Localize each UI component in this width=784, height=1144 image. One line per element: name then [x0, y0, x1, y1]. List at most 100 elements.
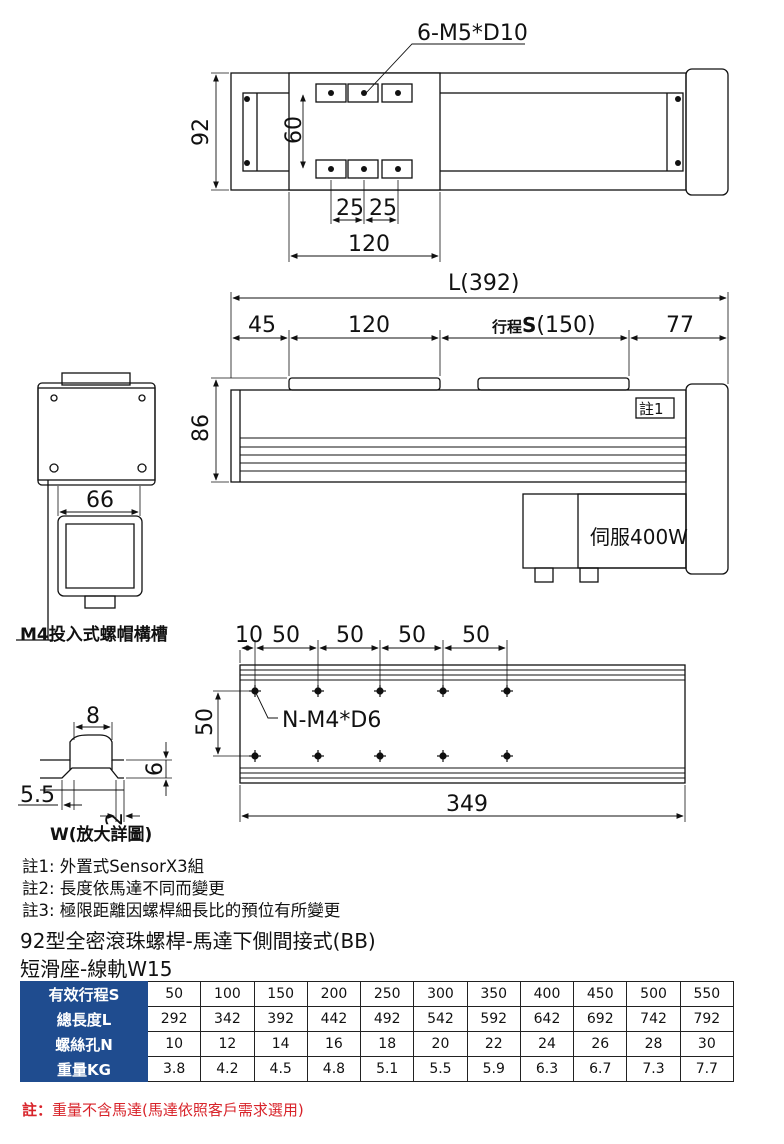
- mounting-hole: [312, 685, 324, 697]
- note-tag: 註1: [639, 400, 664, 418]
- side-view-slider-end: [477, 377, 630, 391]
- mounting-hole: [312, 750, 324, 762]
- footnote-text: 重量不含馬達(馬達依照客戶需求選用): [52, 1101, 304, 1119]
- table-cell: 3.8: [146, 1056, 202, 1082]
- screw-dots-top: [244, 90, 681, 172]
- mounting-hole: [437, 750, 449, 762]
- motor-label: 伺服400W: [590, 525, 688, 549]
- slot-lip-dim: 5.5: [20, 783, 55, 808]
- table-cell: 300: [413, 981, 468, 1007]
- hole-callout: N-M4*D6: [282, 708, 381, 733]
- table-cell: 24: [519, 1031, 575, 1057]
- slot-width-dim: 8: [86, 704, 100, 729]
- bottom-height-dim: 50: [193, 708, 218, 736]
- technical-drawing: 6-M5*D10 92 60 25 25 120: [16, 21, 729, 845]
- bottom-view: [213, 640, 686, 822]
- side-slider-dim: 120: [348, 313, 390, 338]
- note-1: 註1: 外置式SensorX3組: [22, 857, 205, 876]
- table-cell: 30: [679, 1031, 735, 1057]
- table-cell: 6.7: [573, 1056, 628, 1082]
- mounting-hole: [374, 685, 386, 697]
- table-cell: 742: [626, 1006, 681, 1032]
- footnote-prefix: 註：: [22, 1101, 53, 1119]
- table-cell: 792: [679, 1006, 735, 1032]
- table-cell: 4.2: [200, 1056, 255, 1082]
- table-cell: 450: [573, 981, 628, 1007]
- table-cell: 26: [573, 1031, 628, 1057]
- table-cell: 16: [306, 1031, 362, 1057]
- table-cell: 4.8: [306, 1056, 362, 1082]
- end-view-housing: [37, 382, 156, 486]
- pitch-dim-a: 25: [336, 196, 364, 221]
- table-cell: 542: [413, 1006, 468, 1032]
- stroke-symbol: S: [522, 313, 536, 337]
- product-subtitle: 短滑座-線軌W15: [20, 957, 173, 981]
- bottom-length-dim: 349: [446, 792, 488, 817]
- side-view-body: [230, 389, 687, 483]
- product-title: 92型全密滾珠螺桿-馬達下側間接式(BB): [20, 929, 376, 953]
- stroke-value: (150): [536, 313, 595, 338]
- note-2: 註2: 長度依馬達不同而變更: [22, 879, 225, 898]
- pitch-dim-50-d: 50: [462, 623, 490, 648]
- note-tag-box: [635, 397, 675, 419]
- table-cell: 5.9: [466, 1056, 521, 1082]
- table-cell: 12: [200, 1031, 255, 1057]
- side-view-slider: [288, 377, 441, 391]
- detail-caption: W(放大詳圖): [50, 824, 152, 845]
- side-view: [211, 292, 729, 583]
- end-view-motor: [57, 515, 143, 597]
- table-cell: 5.5: [413, 1056, 468, 1082]
- table-cell: 7.3: [626, 1056, 681, 1082]
- mounting-hole: [374, 750, 386, 762]
- footnote: 註：重量不含馬達(馬達依照客戶需求選用): [22, 1099, 304, 1120]
- table-cell: 28: [626, 1031, 681, 1057]
- slot-depth-dim: 6: [143, 762, 168, 776]
- mounting-hole: [501, 685, 513, 697]
- row-header: 重量KG: [20, 1056, 148, 1082]
- table-cell: 5.1: [360, 1056, 415, 1082]
- top-view: [211, 43, 729, 262]
- pitch-dim-50-a: 50: [272, 623, 300, 648]
- table-cell: 150: [253, 981, 308, 1007]
- table-cell: 18: [360, 1031, 415, 1057]
- table-cell: 7.7: [679, 1056, 735, 1082]
- tap-callout: 6-M5*D10: [417, 21, 528, 46]
- table-cell: 592: [466, 1006, 521, 1032]
- top-view-motor-cap: [685, 68, 729, 196]
- table-cell: 550: [679, 981, 735, 1007]
- top-slider-dim: 120: [348, 232, 390, 257]
- table-cell: 500: [626, 981, 681, 1007]
- end-dim: 77: [666, 313, 694, 338]
- table-cell: 50: [146, 981, 202, 1007]
- table-cell: 250: [360, 981, 415, 1007]
- mounting-hole: [249, 685, 261, 697]
- bottom-holes: [249, 685, 513, 762]
- mounting-hole: [437, 685, 449, 697]
- row-header: 總長度L: [20, 1006, 148, 1032]
- pitch-dim-50-b: 50: [336, 623, 364, 648]
- table-cell: 22: [466, 1031, 521, 1057]
- table-cell: 392: [253, 1006, 308, 1032]
- note-3: 註3: 極限距離因螺桿細長比的預位有所變更: [22, 901, 341, 920]
- slot-bottom-dim: 2: [103, 812, 128, 826]
- table-cell: 350: [466, 981, 521, 1007]
- stroke-dim: 行程S(150): [491, 313, 596, 338]
- table-cell: 10: [146, 1031, 202, 1057]
- table-cell: 692: [573, 1006, 628, 1032]
- start-dim: 45: [248, 313, 276, 338]
- table-cell: 6.3: [519, 1056, 575, 1082]
- slot-detail: [18, 722, 172, 822]
- table-cell: 342: [200, 1006, 255, 1032]
- table-cell: 4.5: [253, 1056, 308, 1082]
- table-cell: 14: [253, 1031, 308, 1057]
- side-view-motor-cap: [685, 383, 729, 575]
- notes: 註1: 外置式SensorX3組 註2: 長度依馬達不同而變更 註3: 極限距離…: [22, 856, 340, 922]
- top-inner-dim: 60: [282, 116, 307, 144]
- table-cell: 20: [413, 1031, 468, 1057]
- table-cell: 400: [519, 981, 575, 1007]
